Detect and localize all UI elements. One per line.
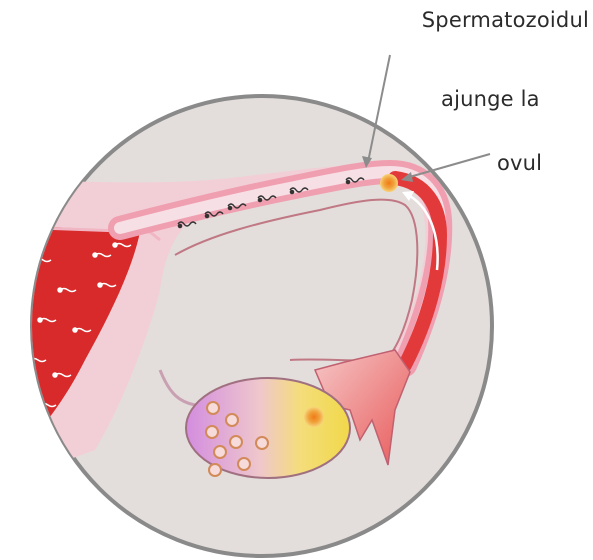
label-egg: ovul (497, 151, 542, 175)
label-sperm: Spermatozoidul (422, 8, 589, 32)
label-reaches: ajunge la (441, 87, 540, 111)
ovary-egg (304, 407, 324, 427)
egg-in-tube (380, 174, 398, 192)
